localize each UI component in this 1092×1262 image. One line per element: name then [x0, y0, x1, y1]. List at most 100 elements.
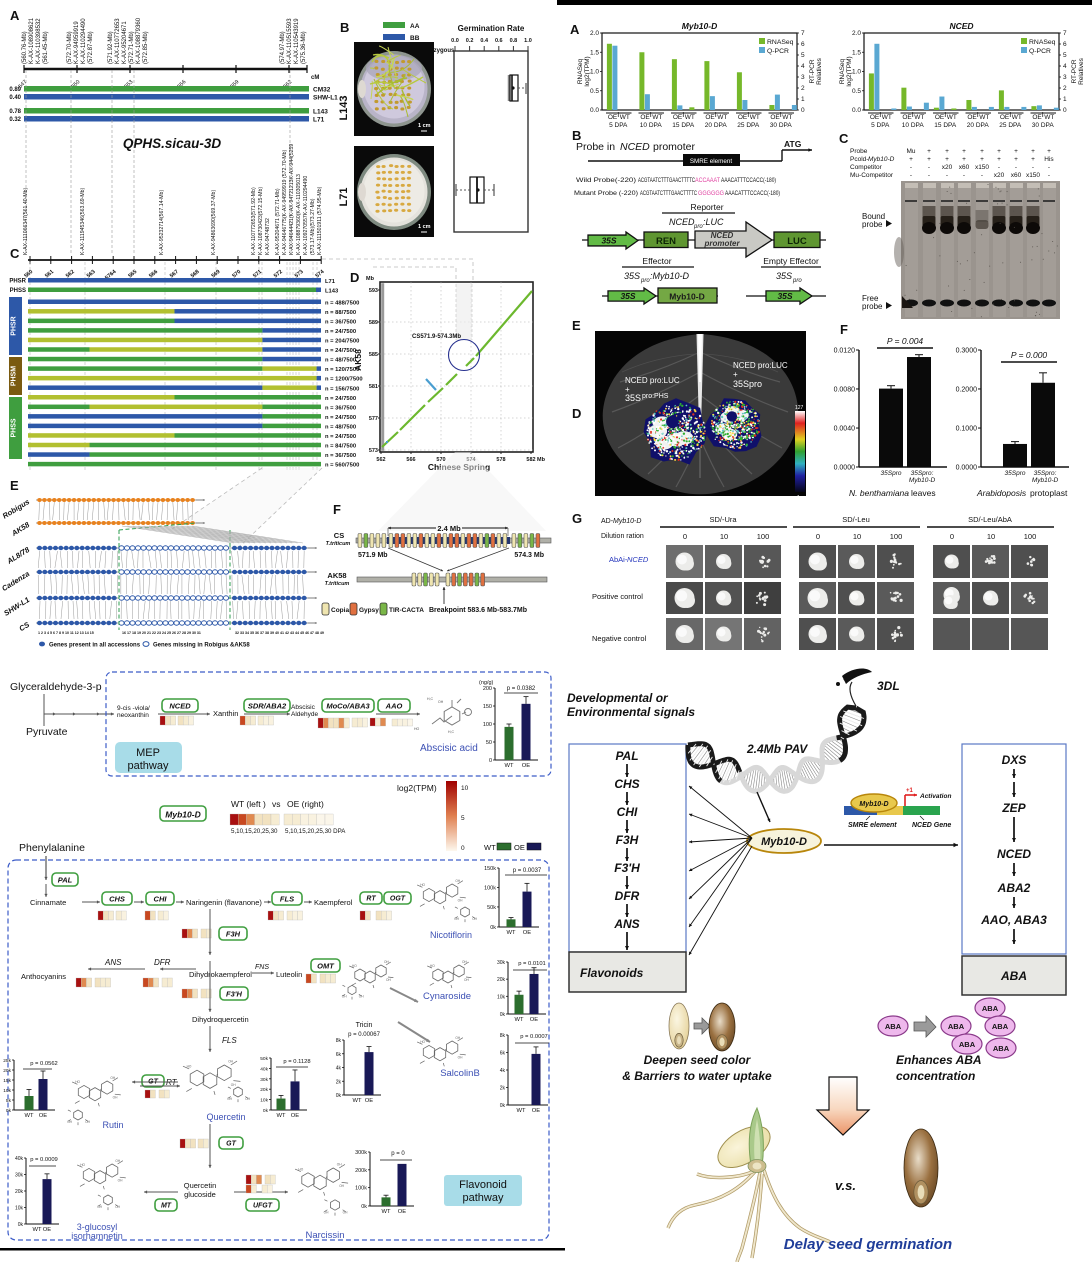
svg-text:L71: L71: [338, 188, 350, 207]
svg-text:F: F: [333, 502, 341, 517]
svg-text:0.40: 0.40: [9, 95, 21, 101]
svg-text:neoxanthin: neoxanthin: [117, 712, 149, 719]
svg-text:-: -: [910, 164, 912, 171]
svg-text:1.0: 1.0: [524, 38, 532, 44]
svg-text:OH: OH: [458, 1056, 463, 1060]
svg-text:-: -: [928, 172, 930, 179]
svg-text:1: 1: [801, 96, 805, 103]
svg-text:0k: 0k: [263, 1108, 269, 1114]
svg-text:0.0: 0.0: [590, 107, 599, 114]
svg-text:35S: 35S: [777, 291, 792, 301]
svg-text:30 DPA: 30 DPA: [1032, 122, 1055, 129]
svg-text:PAL: PAL: [615, 749, 638, 763]
svg-text:probe: probe: [862, 220, 883, 229]
svg-text:RNASeq: RNASeq: [767, 39, 794, 46]
svg-text:pro:PHS: pro:PHS: [642, 393, 669, 400]
svg-text:OH: OH: [67, 1120, 72, 1124]
svg-text:-: -: [1032, 164, 1034, 171]
svg-text:7: 7: [801, 30, 805, 37]
svg-text:574: 574: [315, 268, 327, 279]
svg-text:+: +: [927, 148, 931, 155]
svg-text:OH: OH: [472, 917, 477, 921]
svg-text:Dihydroquercetin: Dihydroquercetin: [192, 1015, 249, 1024]
svg-text:SD/-Leu: SD/-Leu: [842, 515, 870, 524]
svg-text:concentration: concentration: [896, 1069, 975, 1083]
svg-text:OH: OH: [339, 1184, 344, 1188]
svg-text:25 DPA: 25 DPA: [737, 122, 760, 129]
svg-text:Environmental signals: Environmental signals: [567, 705, 695, 719]
svg-text:x150: x150: [975, 164, 989, 171]
svg-text:promoter: promoter: [703, 239, 740, 248]
svg-text:559: 559: [230, 79, 241, 90]
svg-text:+: +: [980, 148, 984, 155]
svg-text:(572.87-Mb): (572.87-Mb): [88, 31, 94, 64]
svg-text:NCED pro:LUC: NCED pro:LUC: [733, 361, 788, 370]
svg-text:Myb10-D: Myb10-D: [761, 836, 807, 848]
svg-text:WT: WT: [516, 1108, 525, 1114]
svg-text:NCED: NCED: [620, 141, 650, 153]
svg-text:6k: 6k: [336, 1052, 342, 1058]
svg-text:Flavonoid: Flavonoid: [459, 1179, 507, 1191]
svg-text:WT: WT: [381, 1209, 390, 1215]
svg-text:Abscisic: Abscisic: [291, 704, 316, 711]
svg-text:593: 593: [369, 288, 378, 294]
svg-text:pro: pro: [640, 278, 650, 284]
svg-text:CHS: CHS: [614, 777, 639, 791]
svg-text:protoplast: protoplast: [1030, 488, 1068, 498]
svg-text:Myb10-D: Myb10-D: [859, 801, 888, 808]
svg-text:OE: OE: [532, 1108, 541, 1114]
svg-text:Myb10-D: Myb10-D: [1032, 477, 1059, 484]
svg-text:AL8/78: AL8/78: [5, 545, 32, 567]
svg-text:2.4Mb PAV: 2.4Mb PAV: [746, 742, 808, 756]
svg-text:L71: L71: [325, 279, 336, 285]
svg-text:Myb10-D: Myb10-D: [669, 292, 704, 302]
svg-text:OE: OE: [673, 114, 683, 121]
svg-text:v.s.: v.s.: [835, 1178, 856, 1193]
svg-text:K-AX-108879360(K-AX-110305013: K-AX-108879360(K-AX-110305013: [296, 174, 302, 255]
svg-text:10k: 10k: [3, 1088, 11, 1094]
svg-text:0.78: 0.78: [9, 109, 21, 115]
svg-text:-: -: [1015, 164, 1017, 171]
svg-text:n = 156/7500: n = 156/7500: [325, 386, 359, 392]
svg-text:35S: 35S: [625, 393, 641, 403]
svg-text:MEP: MEP: [136, 747, 160, 759]
svg-text:+: +: [927, 156, 931, 163]
svg-text:20k: 20k: [15, 1189, 24, 1195]
svg-text:+: +: [1047, 148, 1051, 155]
svg-text:log2(TPM): log2(TPM): [846, 56, 853, 86]
svg-text:AbAi-: AbAi-: [609, 555, 628, 564]
svg-text:1: 1: [797, 495, 800, 501]
svg-text:0.8: 0.8: [510, 38, 518, 44]
svg-text:K-AX-111945346(563.69-Mb): K-AX-111945346(563.69-Mb): [80, 187, 86, 255]
svg-text:OH: OH: [455, 879, 460, 883]
svg-text:Activation: Activation: [919, 793, 951, 800]
svg-text:30 DPA: 30 DPA: [770, 122, 793, 129]
svg-text:Rutin: Rutin: [102, 1120, 123, 1130]
svg-text:0.0000: 0.0000: [834, 465, 856, 472]
svg-text:577: 577: [369, 416, 378, 422]
svg-text:DXS: DXS: [1002, 753, 1027, 767]
svg-text:-: -: [1048, 164, 1050, 171]
svg-text:Cynaroside: Cynaroside: [423, 991, 471, 1002]
svg-text:1.5: 1.5: [590, 49, 599, 56]
svg-text:Narcissin: Narcissin: [305, 1230, 344, 1241]
svg-text:0: 0: [1063, 107, 1067, 114]
svg-text:A: A: [570, 22, 580, 37]
svg-text:Mb: Mb: [537, 457, 546, 463]
svg-text:100: 100: [757, 532, 770, 541]
svg-text:NCED Gene: NCED Gene: [912, 822, 951, 829]
svg-text:0k: 0k: [361, 1204, 367, 1210]
svg-text:6k: 6k: [500, 1051, 506, 1057]
svg-text:ACGTAATCTTTGAACTTTTC: ACGTAATCTTTGAACTTTTC: [638, 177, 695, 184]
svg-text:571: 571: [252, 269, 263, 280]
svg-text:(574.97-Mb): (574.97-Mb): [280, 31, 286, 64]
svg-text:Nicotiflorin: Nicotiflorin: [430, 930, 472, 940]
svg-text:MT: MT: [161, 1203, 172, 1210]
svg-text:pro: pro: [693, 224, 703, 230]
svg-text:5 DPA: 5 DPA: [871, 122, 890, 129]
svg-text:20k: 20k: [497, 977, 506, 983]
svg-text:ACCAAAT: ACCAAAT: [695, 177, 720, 184]
svg-text:1 cm: 1 cm: [418, 123, 431, 129]
svg-text:K-AX-94748732: K-AX-94748732: [265, 218, 271, 255]
svg-text:0: 0: [801, 107, 805, 114]
